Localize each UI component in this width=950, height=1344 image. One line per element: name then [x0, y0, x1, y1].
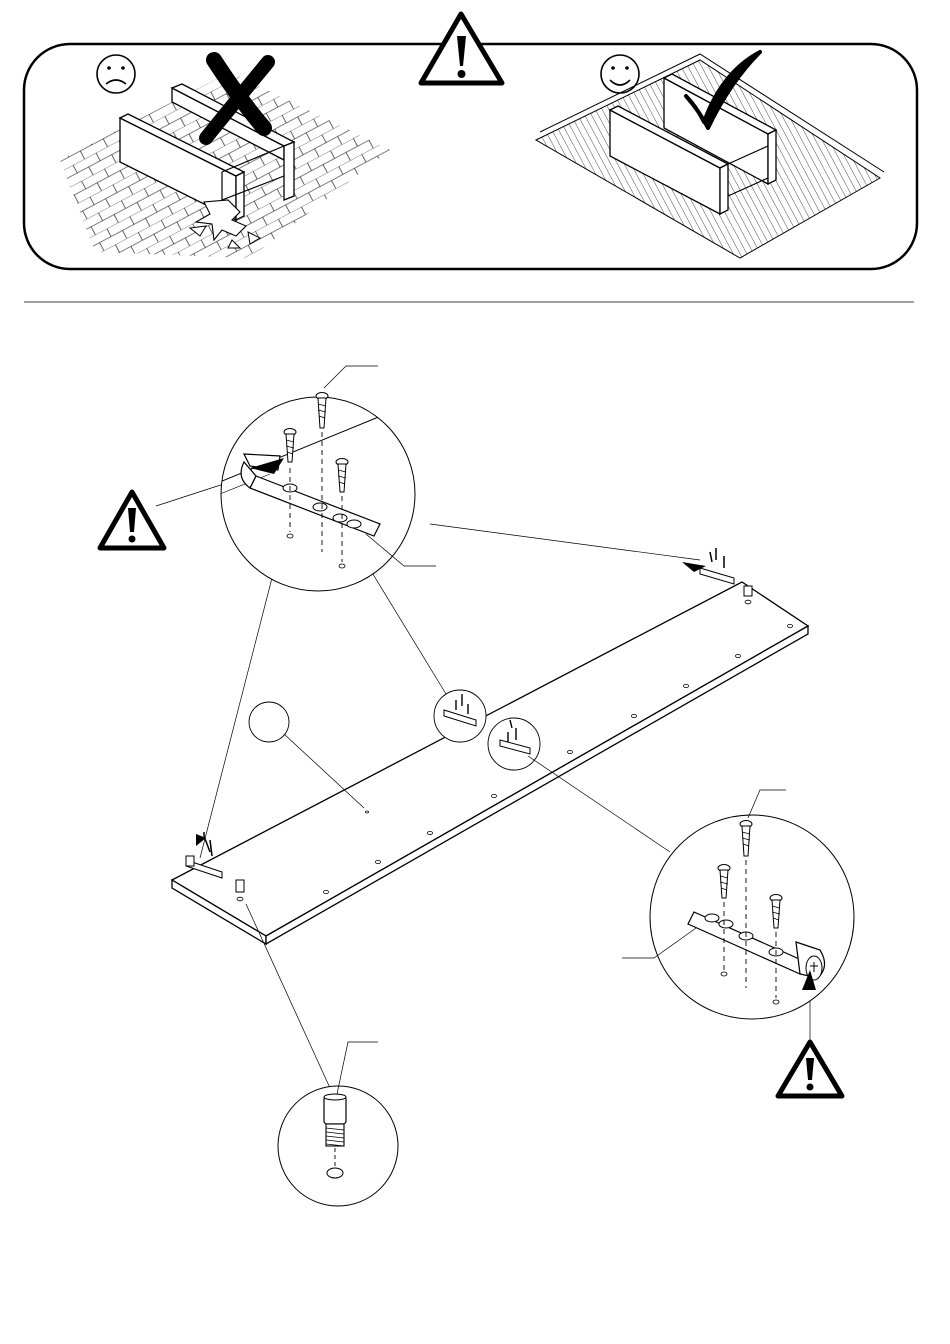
- dowel-detail: [278, 1042, 398, 1206]
- part-label-circle: [249, 702, 289, 742]
- dowel-right-end: [744, 586, 752, 604]
- bracket-bottom-detail: [622, 790, 854, 1019]
- bracket-right-end: [682, 548, 734, 584]
- happy-face-icon: [601, 55, 639, 93]
- part-label-leader: [284, 734, 364, 808]
- warning-triangle-icon: [778, 1042, 842, 1096]
- mid-bracket-circle-1: [434, 690, 486, 742]
- mid-bracket-circle-2: [488, 718, 540, 770]
- assembly-diagram: [100, 366, 854, 1206]
- sad-face-icon: [97, 55, 135, 93]
- warning-triangle-icon: [100, 492, 164, 548]
- handling-banner: [24, 14, 917, 269]
- bracket-top-detail: [210, 366, 436, 591]
- dowel-left-end: [236, 880, 244, 901]
